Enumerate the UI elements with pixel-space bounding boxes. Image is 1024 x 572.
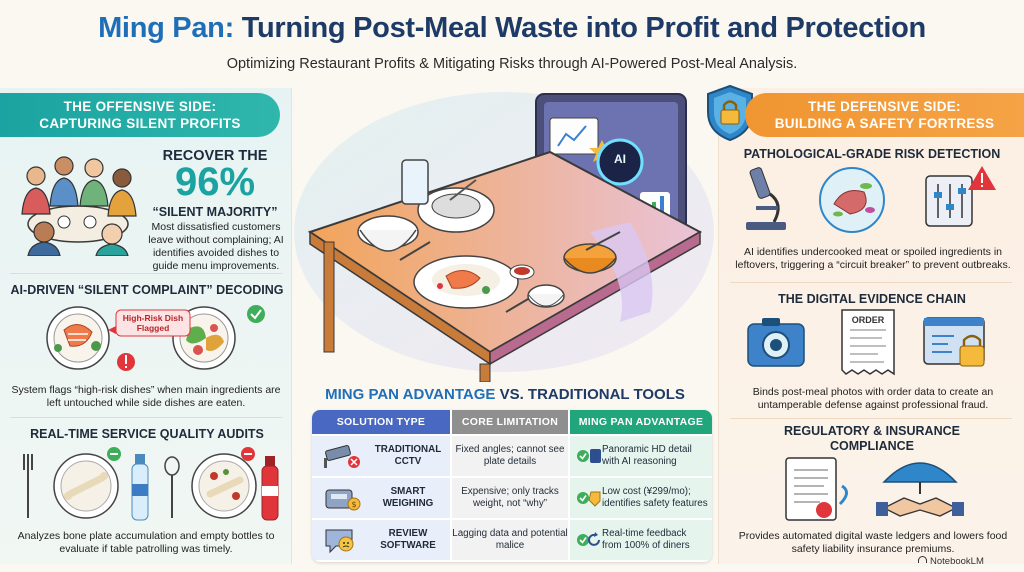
- core-limitation: Fixed angles; cannot see plate details: [452, 436, 568, 476]
- table-row: REVIEW SOFTWARE Lagging data and potenti…: [312, 520, 712, 560]
- title-brand: Ming Pan:: [98, 12, 234, 44]
- umbrella-handshake-icon: [876, 462, 964, 517]
- weighing-scale-icon: $: [325, 489, 361, 511]
- compliance-illustration: [785, 457, 964, 521]
- divider: [730, 282, 1012, 283]
- core-limitation: Lagging data and potential malice: [452, 520, 568, 560]
- advantage-title-brand: MING PAN ADVANTAGE: [325, 386, 496, 403]
- restaurant-table-illustration: [294, 92, 714, 382]
- evidence-chain-description: Binds post-meal photos with order data t…: [752, 386, 994, 411]
- advantage-title-rest: VS. TRADITIONAL TOOLS: [499, 386, 685, 403]
- defensive-banner-line1: THE DEFENSIVE SIDE:: [808, 99, 961, 114]
- decoding-title: AI-DRIVEN “SILENT COMPLAINT” DECODING: [10, 283, 284, 297]
- decoding-description: System flags “high-risk dishes” when mai…: [11, 384, 281, 409]
- compliance-title: REGULATORY & INSURANCE COMPLIANCE: [722, 424, 1022, 454]
- refresh-icon: [577, 532, 600, 546]
- risk-detection-illustration: [746, 166, 996, 233]
- notebooklm-icon: [918, 556, 927, 563]
- page-title: Ming Pan: Turning Post-Meal Waste into P…: [0, 12, 1024, 45]
- table-row: TRADITIONAL CCTV Fixed angles; cannot se…: [312, 436, 712, 476]
- title-main: Turning Post-Meal Waste into Profit and …: [241, 12, 927, 44]
- compliance-title-line1: REGULATORY & INSURANCE: [784, 424, 960, 438]
- defensive-banner: THE DEFENSIVE SIDE: BUILDING A SAFETY FO…: [745, 93, 1024, 137]
- offensive-banner-line2: CAPTURING SILENT PROFITS: [39, 116, 241, 131]
- silent-majority-value: 96%: [174, 160, 256, 204]
- solution-type: SMART WEIGHING: [382, 486, 434, 509]
- divider: [10, 417, 282, 418]
- core-limitation: Expensive; only tracks weight, not “why”: [452, 478, 568, 518]
- svg-text:$: $: [352, 500, 357, 509]
- diners-illustration: [21, 156, 137, 256]
- silent-majority-title: RECOVER THE: [162, 148, 268, 164]
- column-header: CORE LIMITATION: [452, 410, 568, 434]
- ming-pan-advantage: Low cost (¥299/mo); identifies safety fe…: [602, 486, 708, 509]
- receipt-order-label: ORDER: [851, 315, 885, 325]
- compliance-description: Provides automated digital waste ledgers…: [738, 530, 1008, 555]
- ai-check-icon: [577, 449, 601, 463]
- offensive-banner: THE OFFENSIVE SIDE: CAPTURING SILENT PRO…: [0, 93, 280, 137]
- column-header: SOLUTION TYPE: [312, 410, 450, 434]
- offensive-banner-line1: THE OFFENSIVE SIDE:: [63, 99, 217, 114]
- divider: [730, 418, 1012, 419]
- silent-majority-description: Most dissatisfied customers leave withou…: [148, 221, 284, 272]
- evidence-chain-title: THE DIGITAL EVIDENCE CHAIN: [778, 292, 966, 306]
- risk-detection-title: PATHOLOGICAL-GRADE RISK DETECTION: [743, 147, 1001, 161]
- solution-type: REVIEW SOFTWARE: [380, 528, 436, 551]
- high-risk-flag-label: High-Risk Dish Flagged: [122, 313, 184, 333]
- ledger-document-icon: [785, 457, 848, 521]
- advantage-table: SOLUTION TYPE CORE LIMITATION MING PAN A…: [312, 410, 712, 562]
- compliance-title-line2: COMPLIANCE: [829, 439, 915, 453]
- price-tag-icon: [577, 491, 601, 507]
- evidence-chain-illustration: [747, 309, 985, 376]
- footer-brand: NotebookLM: [930, 556, 984, 567]
- bone-plates-illustration: [23, 447, 279, 521]
- silent-majority-label: “SILENT MAJORITY”: [152, 205, 278, 219]
- notebooklm-logo: NotebookLM: [918, 556, 984, 567]
- advantage-title: MING PAN ADVANTAGE VS. TRADITIONAL TOOLS: [300, 386, 710, 403]
- camera-icon: [747, 318, 805, 367]
- page-subtitle: Optimizing Restaurant Profits & Mitigati…: [226, 56, 798, 72]
- ming-pan-advantage: Real-time feedback from 100% of diners: [602, 528, 690, 551]
- column-header: MING PAN ADVANTAGE: [570, 410, 712, 434]
- plates-flag-illustration: [46, 305, 265, 371]
- defensive-banner-line2: BUILDING A SAFETY FORTRESS: [774, 116, 995, 131]
- ming-pan-advantage: Panoramic HD detail with AI reasoning: [602, 444, 692, 467]
- ai-screen-label: AI: [614, 152, 626, 166]
- cctv-icon: [324, 445, 360, 468]
- solution-type: TRADITIONAL CCTV: [374, 444, 442, 467]
- microscope-icon: [746, 167, 786, 230]
- table-row: $ SMART WEIGHING Expensive; only tracks …: [312, 478, 712, 518]
- audits-title: REAL-TIME SERVICE QUALITY AUDITS: [30, 427, 264, 441]
- audits-description: Analyzes bone plate accumulation and emp…: [17, 530, 275, 555]
- divider: [10, 273, 282, 274]
- review-bubble-icon: [325, 529, 354, 554]
- shield-lock-icon: [707, 84, 753, 142]
- risk-detection-description: AI identifies undercooked meat or spoile…: [735, 246, 1011, 271]
